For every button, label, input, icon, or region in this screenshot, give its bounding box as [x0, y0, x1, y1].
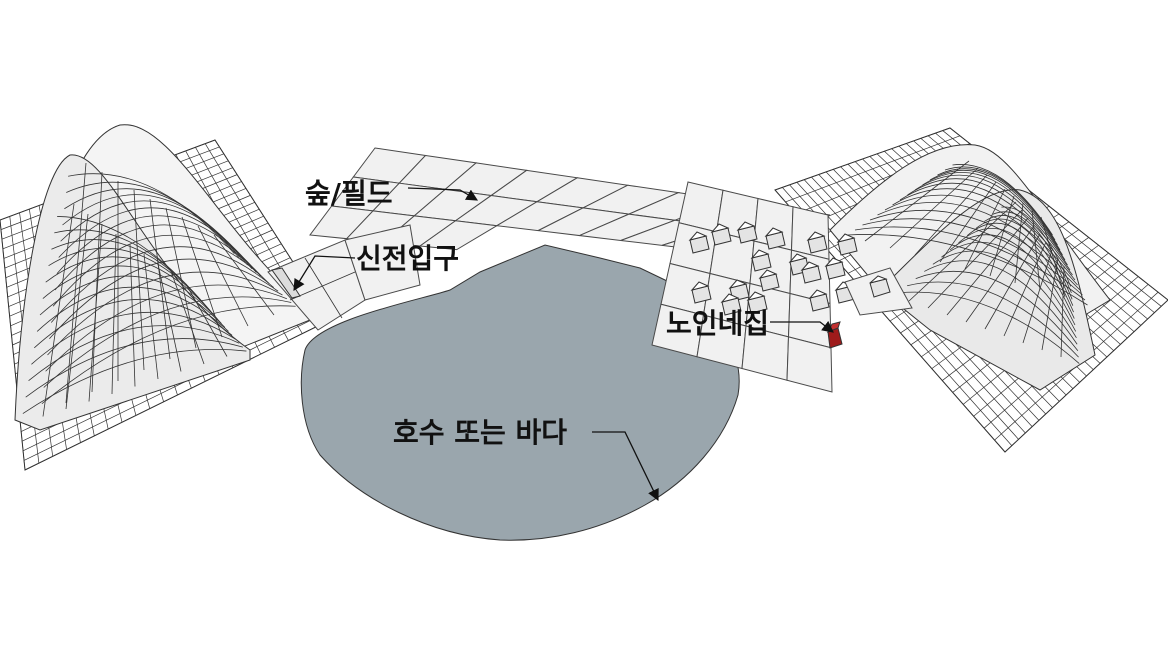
label-elder-house: 노인네집	[666, 307, 769, 340]
label-lake: 호수 또는 바다	[393, 416, 567, 449]
label-shrine-entrance: 신전입구	[356, 242, 459, 275]
label-forest-field: 숲/필드	[305, 177, 393, 210]
leader-forest-field	[407, 187, 479, 201]
right-hill-front	[879, 189, 1096, 391]
right-hill-terrain	[774, 127, 1168, 453]
leader-shrine-entrance	[293, 255, 356, 291]
lake-area	[300, 244, 740, 541]
outlying-house	[869, 275, 891, 298]
shrine-entrance-tiles	[267, 224, 421, 331]
leader-lake	[592, 431, 659, 502]
left-hill-front	[14, 154, 251, 431]
shrine-gate-marker	[271, 267, 301, 299]
leader-elder-house	[770, 320, 834, 333]
left-hill-terrain	[0, 124, 331, 471]
